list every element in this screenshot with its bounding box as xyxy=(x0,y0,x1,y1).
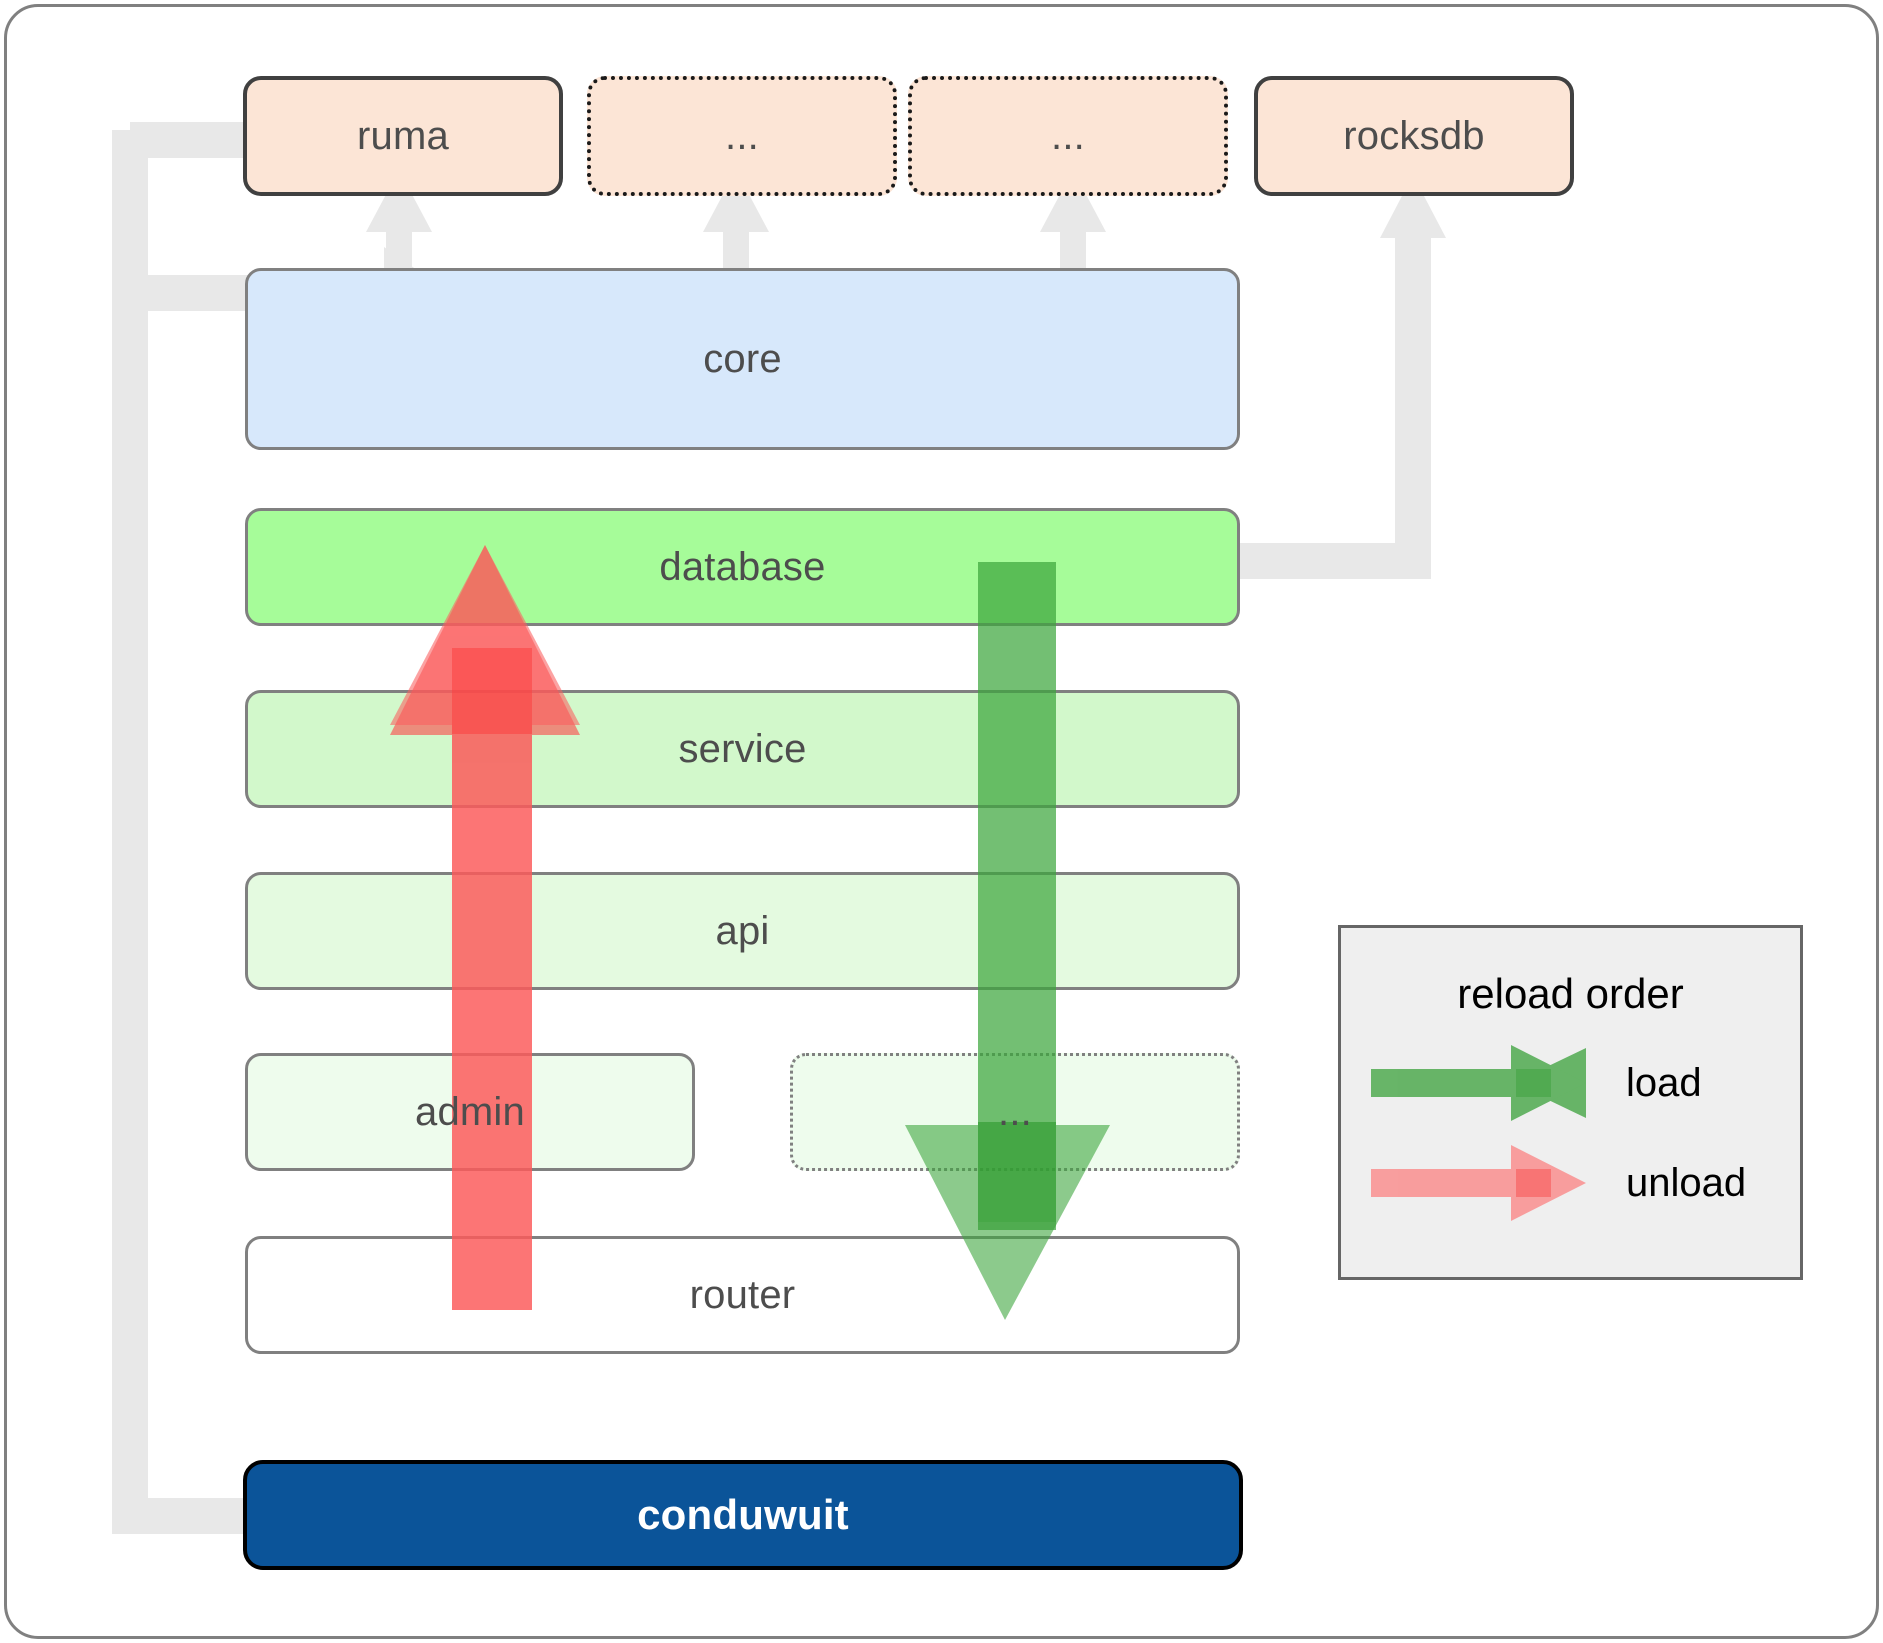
layer-admin[interactable]: admin xyxy=(245,1053,695,1171)
layer-core-label: core xyxy=(703,336,782,381)
package-ellipsis-1-label: ... xyxy=(725,113,759,158)
package-ellipsis-1[interactable]: ... xyxy=(587,76,897,196)
application-conduwuit[interactable]: conduwuit xyxy=(243,1460,1243,1570)
layer-service[interactable]: service xyxy=(245,690,1240,808)
layer-router-label: router xyxy=(689,1272,796,1317)
legend-unload-arrow xyxy=(1371,1145,1586,1221)
package-rocksdb-label: rocksdb xyxy=(1343,113,1485,158)
diagram-frame xyxy=(4,4,1879,1639)
package-rocksdb[interactable]: rocksdb xyxy=(1254,76,1574,196)
layer-core[interactable]: core xyxy=(245,268,1240,450)
package-ellipsis-2[interactable]: ... xyxy=(908,76,1228,196)
layer-database[interactable]: database xyxy=(245,508,1240,626)
layer-ellipsis[interactable]: ... xyxy=(790,1053,1240,1171)
legend-load-label: load xyxy=(1626,1061,1702,1105)
layer-api[interactable]: api xyxy=(245,872,1240,990)
legend-unload-label: unload xyxy=(1626,1161,1747,1205)
layer-router[interactable]: router xyxy=(245,1236,1240,1354)
layer-database-label: database xyxy=(659,544,826,589)
package-ruma-label: ruma xyxy=(357,113,449,158)
legend-load-arrow xyxy=(1371,1045,1586,1121)
layer-api-label: api xyxy=(715,908,770,953)
legend-panel: reload order load unload xyxy=(1338,925,1803,1280)
application-conduwuit-label: conduwuit xyxy=(637,1491,849,1538)
package-ellipsis-2-label: ... xyxy=(1051,113,1085,158)
layer-ellipsis-label: ... xyxy=(998,1089,1032,1134)
legend-arrows xyxy=(1371,1045,1586,1221)
package-ruma[interactable]: ruma xyxy=(243,76,563,196)
layer-admin-label: admin xyxy=(415,1089,525,1134)
legend-title: reload order xyxy=(1457,970,1684,1017)
layer-service-label: service xyxy=(678,726,807,771)
